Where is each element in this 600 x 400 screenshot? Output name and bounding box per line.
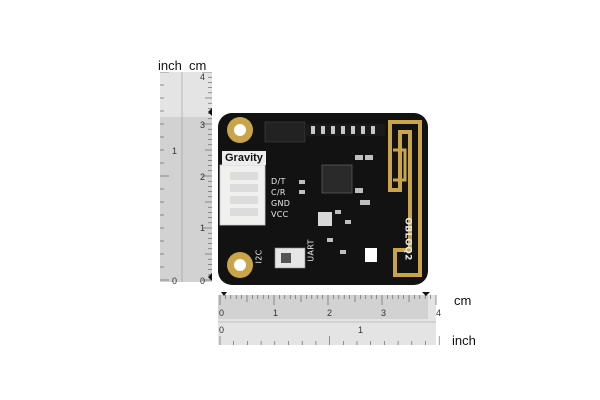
gravity-logo: Gravity <box>222 151 266 165</box>
pin-label-vcc: VCC <box>271 210 289 219</box>
bottom-cm-tick-0: 0 <box>219 308 225 318</box>
left-cm-tick-4: 4 <box>200 72 206 82</box>
left-ruler-strip <box>160 72 212 282</box>
bottom-ruler-inch-label: inch <box>452 333 476 348</box>
left-in-tick-1: 1 <box>172 146 178 156</box>
bottom-in-tick-0: 0 <box>219 325 225 335</box>
bottom-cm-tick-1: 1 <box>273 308 279 318</box>
pin-label-dt: D/T <box>271 177 286 186</box>
left-cm-tick-2: 2 <box>200 172 206 182</box>
pcb-board <box>218 113 428 285</box>
board-name-label: OBLOQ2 <box>402 217 413 261</box>
bottom-in-tick-1: 1 <box>358 325 364 335</box>
bottom-ruler-strip <box>218 292 440 345</box>
left-in-tick-0: 0 <box>172 276 178 286</box>
pin-label-gnd: GND <box>271 199 291 208</box>
bottom-cm-tick-4: 4 <box>436 308 442 318</box>
pin-label-cr: C/R <box>271 188 286 197</box>
left-ruler-inch-label: inch <box>158 58 182 73</box>
left-cm-tick-0: 0 <box>200 276 206 286</box>
left-cm-tick-3: 3 <box>200 120 206 130</box>
bottom-cm-tick-3: 3 <box>381 308 387 318</box>
switch-label-i2c: I2C <box>254 249 264 264</box>
left-ruler-cm-label: cm <box>189 58 207 73</box>
left-cm-tick-1: 1 <box>200 223 206 233</box>
bottom-cm-tick-2: 2 <box>327 308 333 318</box>
bottom-ruler-cm-label: cm <box>454 293 472 308</box>
switch-label-uart: UART <box>306 239 316 262</box>
